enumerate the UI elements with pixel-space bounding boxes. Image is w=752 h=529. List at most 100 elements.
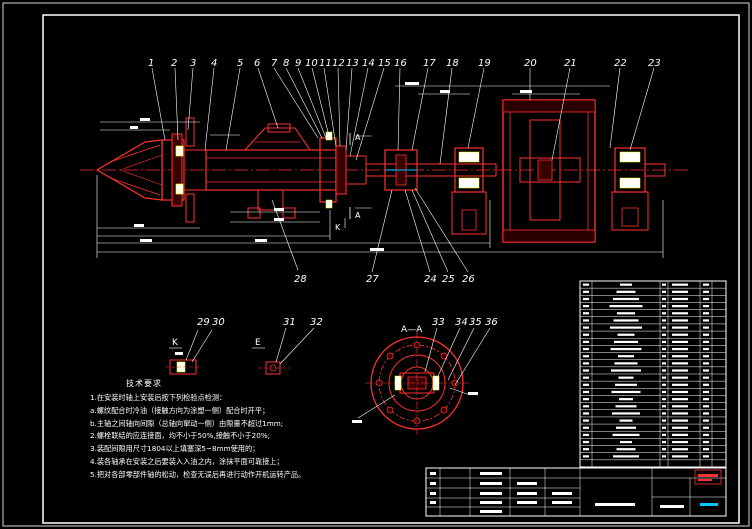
bom-cell-mark bbox=[662, 376, 666, 379]
e-view: E 31 32 bbox=[252, 317, 323, 375]
bom-cell-mark bbox=[620, 283, 632, 286]
bom-cell-mark bbox=[583, 305, 589, 308]
bom-cell-mark bbox=[617, 333, 635, 336]
bom-cell-mark bbox=[611, 369, 641, 372]
bottom-callout-numbers: 28 27 24 25 26 bbox=[294, 274, 475, 285]
bom-cell-mark bbox=[703, 433, 709, 437]
bom-cell-mark bbox=[583, 347, 589, 351]
note-line-7: 5.把对各部零部件轴的松动，检查无误后再进行动作开机运转产品。 bbox=[90, 469, 306, 479]
callout-33: 33 bbox=[432, 317, 445, 328]
callout-16: 16 bbox=[394, 58, 407, 69]
bom-cell-mark bbox=[583, 355, 589, 358]
bom-cell-mark bbox=[612, 412, 640, 415]
bom-cell-mark bbox=[613, 319, 639, 322]
bom-cell-mark bbox=[672, 405, 688, 408]
bom-cell-mark bbox=[672, 440, 688, 444]
bom-cell-mark bbox=[703, 312, 709, 315]
section-k-mark: K bbox=[335, 223, 341, 232]
callout-27: 27 bbox=[366, 274, 379, 285]
callout-32: 32 bbox=[310, 317, 323, 328]
bom-cell-mark bbox=[662, 455, 666, 458]
bom-cell-mark bbox=[703, 319, 709, 322]
bom-cell-mark bbox=[615, 405, 637, 408]
section-markers: A A K bbox=[335, 133, 361, 232]
bom-cell-mark bbox=[672, 419, 688, 422]
bom-cell-mark bbox=[662, 283, 666, 286]
bom-cell-mark bbox=[672, 312, 688, 315]
bolt-holes bbox=[375, 341, 459, 425]
bom-cell-mark bbox=[583, 440, 589, 444]
callout-17: 17 bbox=[423, 58, 436, 69]
drive-shaft bbox=[365, 163, 497, 177]
bom-cell-mark bbox=[672, 390, 688, 394]
title-block bbox=[425, 467, 727, 517]
bom-cell-mark bbox=[620, 440, 632, 444]
bom-cell-mark bbox=[662, 347, 666, 351]
bom-cell-mark bbox=[703, 362, 709, 365]
bom-cell-mark bbox=[618, 355, 634, 358]
bom-cell-mark bbox=[583, 405, 589, 408]
bom-cell-mark bbox=[703, 376, 709, 379]
bom-cell-mark bbox=[583, 383, 589, 386]
note-line-4: 2.螺栓联结的应连接面，均不小于50%,接触不小于20%; bbox=[90, 431, 271, 441]
bom-cell-mark bbox=[703, 383, 709, 386]
callout-26: 26 bbox=[462, 274, 475, 285]
bom-cell-mark bbox=[613, 455, 639, 458]
bom-cell-mark bbox=[662, 297, 666, 301]
bom-cell-mark bbox=[662, 419, 666, 422]
bom-cell-mark bbox=[672, 333, 688, 336]
bom-cell-mark bbox=[703, 398, 709, 401]
bom-cell-mark bbox=[662, 412, 666, 415]
bom-cell-mark bbox=[662, 398, 666, 401]
bom-cell-mark bbox=[610, 326, 642, 329]
bom-cell-mark bbox=[672, 297, 688, 301]
callout-10: 10 bbox=[305, 58, 318, 69]
callout-18: 18 bbox=[446, 58, 459, 69]
bom-cell-mark bbox=[672, 383, 688, 386]
section-a-bottom: A bbox=[355, 211, 361, 220]
bom-cell-mark bbox=[583, 362, 589, 365]
bom-cell-mark bbox=[614, 362, 638, 365]
bom-cell-mark bbox=[703, 333, 709, 336]
bom-cell-mark bbox=[662, 319, 666, 322]
bom-cell-mark bbox=[583, 340, 589, 344]
callout-9: 9 bbox=[295, 58, 301, 69]
bom-cell-mark bbox=[610, 347, 642, 351]
k-view: K 29 30 bbox=[165, 317, 225, 375]
callout-12: 12 bbox=[332, 58, 345, 69]
top-callout-numbers: 1 2 3 4 5 6 7 8 9 10 11 12 13 14 15 16 1… bbox=[148, 58, 661, 69]
notes-title: 技术要求 bbox=[126, 379, 162, 388]
bom-cell-mark bbox=[583, 319, 589, 322]
callout-5: 5 bbox=[237, 58, 243, 69]
bom-cell-mark bbox=[662, 305, 666, 308]
bom-cell-mark bbox=[583, 398, 589, 401]
section-a-top: A bbox=[355, 133, 361, 142]
bom-cell-mark bbox=[703, 455, 709, 458]
bom-cell-mark bbox=[703, 297, 709, 301]
bom-cell-mark bbox=[616, 426, 636, 429]
bom-cell-mark bbox=[703, 305, 709, 308]
bom-cell-mark bbox=[615, 383, 637, 386]
bom-cell-mark bbox=[616, 448, 636, 451]
callout-11: 11 bbox=[319, 58, 332, 69]
inner-frame bbox=[42, 14, 740, 524]
bom-cell-mark bbox=[703, 448, 709, 451]
bom-cell-mark bbox=[672, 412, 688, 415]
callout-24: 24 bbox=[424, 274, 437, 285]
bom-cell-mark bbox=[583, 390, 589, 394]
bom-cell-mark bbox=[672, 290, 688, 293]
bom-cell-mark bbox=[583, 426, 589, 429]
bom-cell-mark bbox=[672, 355, 688, 358]
bom-cell-mark bbox=[672, 455, 688, 458]
callout-34: 34 bbox=[455, 317, 468, 328]
bom-cell-mark bbox=[662, 362, 666, 365]
callout-28: 28 bbox=[294, 274, 307, 285]
bom-cell-mark bbox=[662, 333, 666, 336]
callout-14: 14 bbox=[362, 58, 375, 69]
callout-29: 29 bbox=[197, 317, 210, 328]
bom-cell-mark bbox=[583, 326, 589, 329]
note-line-1: 1.在安装时轴上安装后按下列检验点检测： bbox=[90, 393, 227, 402]
bom-cell-mark bbox=[583, 297, 589, 301]
